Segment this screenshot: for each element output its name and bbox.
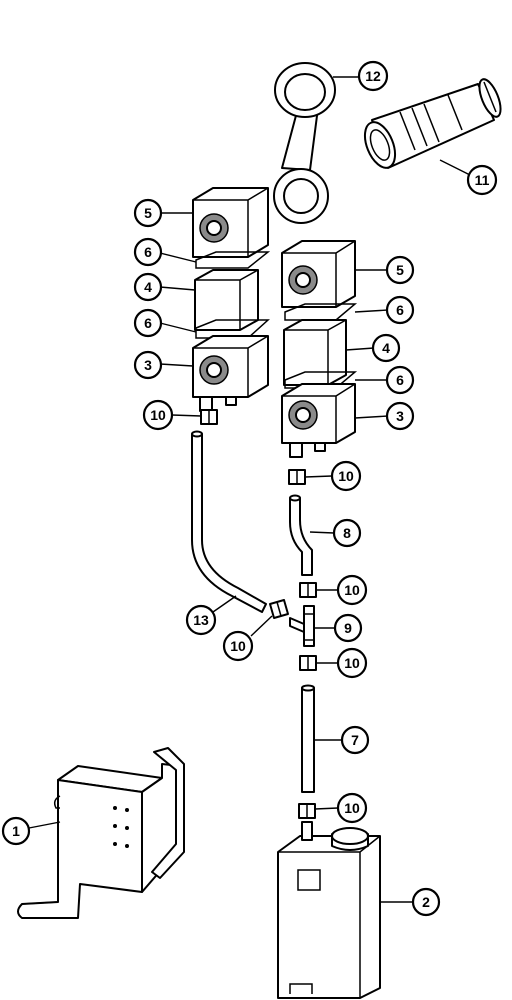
clamp-10-b [288,469,306,485]
clamp-10-e [299,655,317,671]
callout-10-a: 10 [142,399,174,431]
callout-13-label: 13 [193,612,209,628]
part-1-bracket [17,747,185,919]
callout-9: 9 [333,613,363,643]
callout-1: 1 [1,816,31,846]
callout-13: 13 [185,604,217,636]
callout-4-left-label: 4 [144,279,152,295]
clamp-10-d [269,599,289,619]
callout-10-b-label: 10 [338,468,354,484]
part-8-hose [289,494,313,576]
callout-10-f: 10 [336,792,368,824]
clamp-10-a [200,409,218,425]
callout-3-right: 3 [385,401,415,431]
callout-1-label: 1 [12,823,20,839]
callout-10-c-label: 10 [344,582,360,598]
callout-3-left: 3 [133,350,163,380]
callout-11: 11 [466,164,498,196]
part-2-reservoir [277,821,381,999]
callout-6-left-upper: 6 [133,237,163,267]
callout-7: 7 [340,725,370,755]
clamp-10-c [299,582,317,598]
part-9-tee-fitting [289,605,315,647]
part-7-tube [301,684,315,793]
part-12-cap-strap [273,62,336,224]
callout-6-right-lower-label: 6 [396,372,404,388]
callout-8: 8 [332,518,362,548]
callout-7-label: 7 [351,732,359,748]
callout-9-label: 9 [344,620,352,636]
callout-12-label: 12 [365,68,381,84]
callout-6-left-upper-label: 6 [144,244,152,260]
callout-8-label: 8 [343,525,351,541]
right-valve-stack [281,240,358,458]
callout-11-label: 11 [475,172,490,188]
callout-6-right-upper-label: 6 [396,302,404,318]
callout-10-d: 10 [222,630,254,662]
callout-5-right: 5 [385,255,415,285]
callout-4-left: 4 [133,272,163,302]
callout-10-d-label: 10 [230,638,246,654]
callout-10-a-label: 10 [150,407,166,423]
clamp-10-f [298,803,316,819]
callout-3-left-label: 3 [144,357,152,373]
callout-5-left-label: 5 [144,205,152,221]
callout-5-right-label: 5 [396,262,404,278]
callout-10-b: 10 [330,460,362,492]
callout-3-right-label: 3 [396,408,404,424]
callout-10-f-label: 10 [344,800,360,816]
callout-12: 12 [357,60,389,92]
callout-6-right-lower: 6 [385,365,415,395]
left-valve-stack [192,187,271,412]
callout-6-right-upper: 6 [385,295,415,325]
leader-lines [28,76,471,903]
part-13-hose [191,430,267,613]
callout-10-c: 10 [336,574,368,606]
callout-10-e-label: 10 [344,655,360,671]
callout-2-label: 2 [422,894,430,910]
callout-5-left: 5 [133,198,163,228]
part-11-coupler [363,78,502,169]
callout-4-right-label: 4 [382,340,390,356]
callout-6-left-lower-label: 6 [144,315,152,331]
callout-4-right: 4 [371,333,401,363]
callout-2: 2 [411,887,441,917]
callout-10-e: 10 [336,647,368,679]
callout-6-left-lower: 6 [133,308,163,338]
